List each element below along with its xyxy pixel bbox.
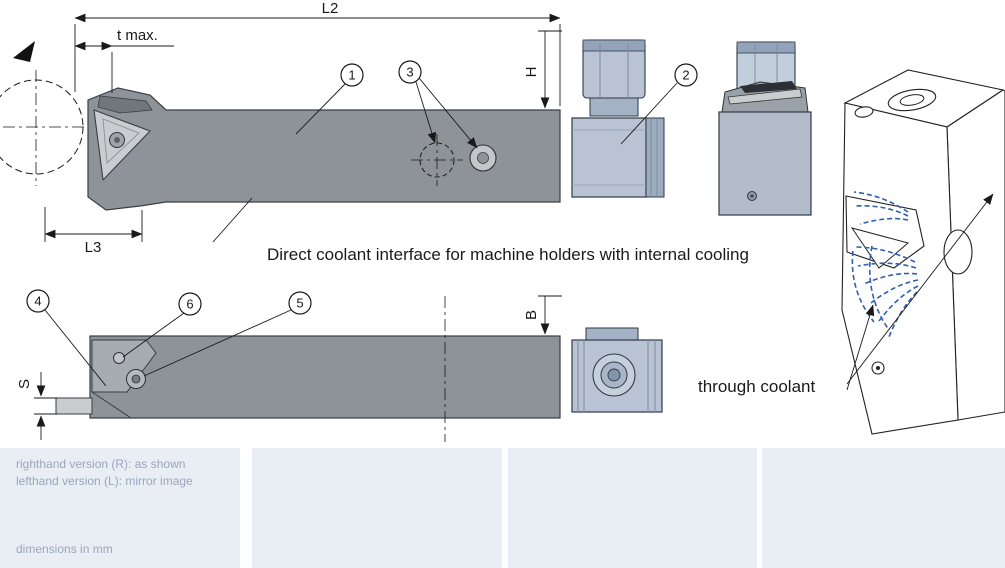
clamp-top-view — [97, 95, 153, 114]
spray-line — [888, 291, 918, 338]
dim-b-label: B — [523, 310, 540, 320]
spray-arc — [869, 245, 890, 331]
units-note: dimensions in mm — [16, 542, 113, 556]
iso-front-screw-socket — [876, 366, 880, 370]
callout-1-number: 1 — [348, 68, 355, 83]
annotations: L2 t max. L3 H B — [16, 0, 994, 440]
iso-top-hole-small — [854, 106, 874, 118]
footer-box-4 — [762, 448, 1005, 568]
dimension-b: B — [523, 295, 562, 335]
coolant-connector-top-view — [571, 39, 665, 198]
end-view-nut-cap — [736, 41, 796, 54]
dim-s-label: S — [16, 379, 33, 389]
spray-line — [855, 205, 909, 217]
iso-view — [841, 69, 1005, 435]
coolant-note: Direct coolant interface for machine hol… — [212, 197, 749, 264]
end-view-screw-socket — [750, 194, 754, 198]
top-view — [0, 39, 812, 216]
callout-1: 1 — [295, 63, 364, 135]
leader-line — [44, 309, 107, 387]
righthand-note: righthand version (R): as shown — [16, 457, 186, 471]
end-view-clamp — [740, 81, 797, 93]
spray-line — [870, 279, 919, 304]
leader-line — [418, 77, 478, 149]
callout-4: 4 — [26, 289, 107, 387]
spray-line — [857, 262, 917, 269]
dimension-h: H — [523, 30, 562, 109]
coolant-port-hidden — [419, 142, 455, 178]
callout-2: 2 — [620, 63, 698, 145]
through-coolant-text: through coolant — [698, 377, 815, 396]
dimension-l3: L3 — [44, 207, 143, 256]
lefthand-note: lefthand version (L): mirror image — [16, 474, 193, 488]
connector-nut-cap — [582, 39, 646, 52]
rotation-arrow-icon — [13, 41, 35, 62]
shank-top-view — [87, 87, 561, 211]
coolant-note-text: Direct coolant interface for machine hol… — [267, 245, 749, 264]
callout-5-number: 5 — [296, 296, 303, 311]
leader-line — [212, 197, 253, 243]
leader-line — [620, 82, 678, 145]
insert-screw-socket — [114, 137, 120, 143]
callout-2-number: 2 — [682, 68, 689, 83]
connector-swivel-bore — [607, 368, 621, 382]
leader-line — [143, 309, 292, 377]
callout-5: 5 — [143, 291, 312, 377]
leader-line — [415, 81, 437, 144]
callout-circle — [288, 291, 312, 315]
footer-box-3 — [508, 448, 757, 568]
holder-end-view — [718, 41, 812, 216]
shank-side-view — [89, 335, 561, 419]
iso-top-hole-inner — [899, 94, 925, 106]
dimension-s: S — [16, 372, 58, 440]
through-coolant-note: through coolant — [698, 193, 994, 396]
callout-circle — [398, 60, 422, 84]
connector-ridge-collar — [645, 117, 665, 198]
iso-side-hole — [943, 229, 973, 275]
callout-circle — [26, 289, 50, 313]
dim-l2-label: L2 — [322, 0, 339, 17]
end-view-shank — [718, 111, 812, 216]
iso-top-hole-outer — [887, 88, 937, 112]
callout-3: 3 — [398, 60, 478, 149]
dimension-l2: L2 — [74, 0, 561, 106]
iso-front-face — [841, 102, 959, 435]
coolant-connector-side-view — [571, 327, 663, 413]
callout-circle — [178, 292, 202, 316]
dim-tmax-label: t max. — [117, 27, 158, 44]
leader-line — [295, 83, 346, 135]
callout-circle — [674, 63, 698, 87]
leader-line — [122, 312, 185, 358]
connector-body — [571, 117, 647, 198]
head-chamfer-line — [91, 391, 132, 419]
callout-6: 6 — [122, 292, 202, 358]
version-notes: righthand version (R): as shown lefthand… — [16, 456, 193, 490]
insert-inner-edge — [102, 118, 140, 164]
dimension-t-max: t max. — [74, 27, 174, 93]
coolant-screw-side — [113, 352, 125, 364]
leader-line — [846, 193, 994, 385]
clamp-screw-socket — [131, 374, 141, 384]
footer-box-2 — [252, 448, 502, 568]
callout-circle — [340, 63, 364, 87]
connector-collar — [589, 97, 639, 117]
footer-box-version: righthand version (R): as shown lefthand… — [0, 448, 240, 568]
leader-line — [846, 304, 875, 391]
spray-line — [854, 246, 916, 263]
dim-l3-label: L3 — [85, 239, 102, 256]
spray-line — [859, 217, 909, 225]
insert-side-view — [55, 397, 93, 415]
coolant-plug-socket — [477, 152, 489, 164]
dim-h-label: H — [523, 67, 540, 78]
callout-6-number: 6 — [186, 297, 193, 312]
callout-4-number: 4 — [34, 294, 41, 309]
spray-line — [863, 272, 918, 285]
end-view-insert — [727, 88, 803, 105]
side-view — [55, 296, 663, 442]
callout-3-number: 3 — [406, 65, 413, 80]
